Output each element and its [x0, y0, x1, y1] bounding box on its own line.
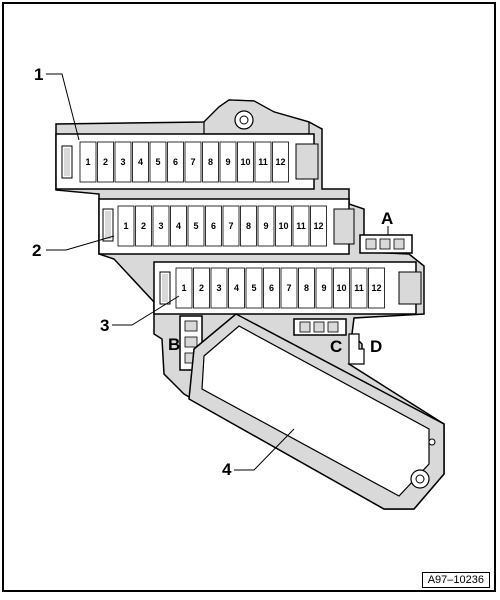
fuse-number: 6 [211, 221, 216, 231]
fuse-number: 5 [251, 283, 256, 293]
connector-d [349, 334, 364, 364]
fuse-number: 12 [313, 221, 323, 231]
fuse-number: 1 [123, 221, 128, 231]
fuse-number: 3 [216, 283, 221, 293]
fuse-number: 6 [173, 157, 178, 167]
relay-c [294, 319, 346, 335]
fuse-number: 10 [240, 157, 250, 167]
fuse-number: 11 [296, 221, 306, 231]
fuse-number: 12 [371, 283, 381, 293]
callout-3: 3 [100, 316, 109, 335]
fuse-number: 5 [155, 157, 160, 167]
fuse-number: 12 [275, 157, 285, 167]
fuse-number: 1 [85, 157, 90, 167]
callout-a: A [381, 209, 393, 228]
fuse-number: 4 [234, 283, 239, 293]
callout-d: D [370, 337, 382, 356]
fuse-number: 9 [263, 221, 268, 231]
fuse-number: 7 [228, 221, 233, 231]
fuse-number: 11 [354, 283, 364, 293]
fuse-number: 9 [321, 283, 326, 293]
fuse-number: 1 [181, 283, 186, 293]
callout-b: B [168, 335, 180, 354]
fuse-number: 10 [278, 221, 288, 231]
fuse-number: 11 [258, 157, 268, 167]
fuse-number: 3 [120, 157, 125, 167]
callout-1: 1 [34, 65, 43, 84]
fuse-number: 3 [158, 221, 163, 231]
callout-2: 2 [32, 241, 41, 260]
fuse-number: 7 [286, 283, 291, 293]
fuse-number: 2 [103, 157, 108, 167]
fuse-number: 8 [208, 157, 213, 167]
fuse-number: 10 [336, 283, 346, 293]
callout-4: 4 [222, 460, 232, 479]
fuse-number: 8 [304, 283, 309, 293]
fuse-number: 2 [141, 221, 146, 231]
relay-a [360, 235, 412, 253]
fuse-number: 2 [199, 283, 204, 293]
mounting-lug [204, 100, 309, 134]
fuse-number: 8 [246, 221, 251, 231]
fuse-number: 7 [190, 157, 195, 167]
fuse-number: 5 [193, 221, 198, 231]
fuse-number: 4 [176, 221, 181, 231]
figure-id-label: A97–10236 [422, 572, 490, 588]
fuse-number: 6 [269, 283, 274, 293]
fuse-number: 9 [225, 157, 230, 167]
fuse-number: 4 [138, 157, 143, 167]
callout-c: C [330, 337, 342, 356]
